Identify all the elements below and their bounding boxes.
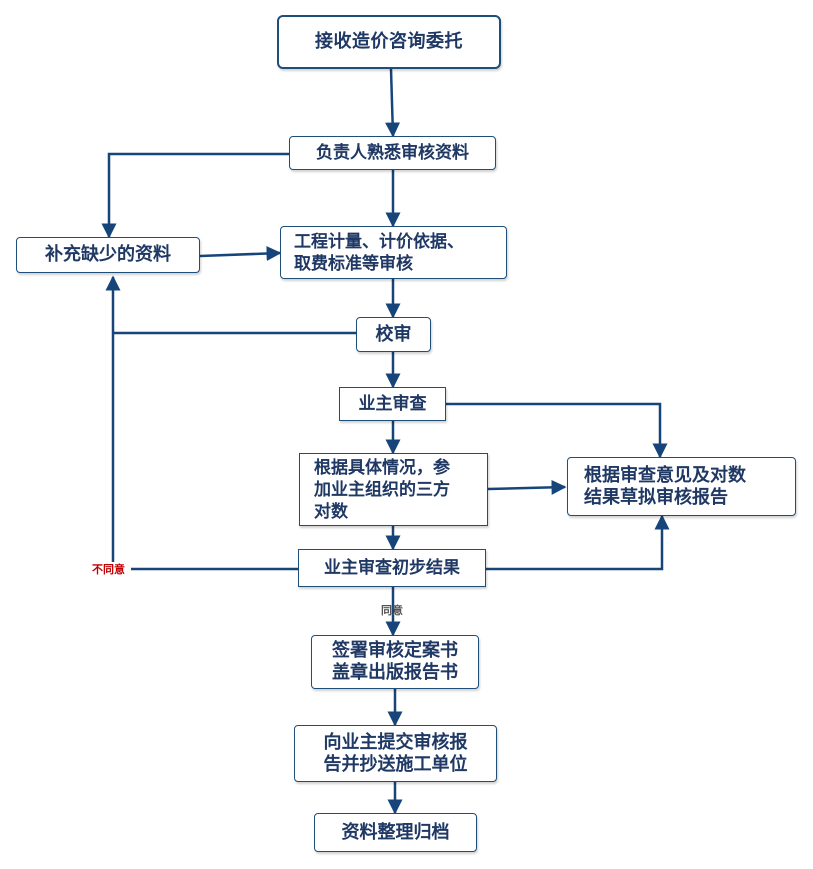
edge-owner-to-draft (446, 402, 668, 459)
node-prelim-result: 业主审查初步结果 (298, 549, 486, 587)
label-disagree: 不同意 (92, 563, 125, 576)
node-supplement: 补充缺少的资料 (16, 237, 200, 273)
node-archive: 资料整理归档 (314, 813, 477, 852)
label-agree: 同意 (381, 604, 403, 617)
node-review-calc: 工程计量、计价依据、 取费标准等审核 (280, 226, 507, 279)
node-receive: 接收造价咨询委托 (277, 15, 501, 69)
edge-prelim-to-draft (486, 514, 670, 571)
node-draft-report: 根据审查意见及对数 结果草拟审核报告 (567, 457, 796, 516)
node-tripartite: 根据具体情况，参 加业主组织的三方 对数 (299, 453, 488, 526)
edge-familiarize-to-supplement (101, 152, 289, 239)
node-familiarize: 负责人熟悉审核资料 (289, 136, 496, 170)
node-sign-seal: 签署审核定案书 盖章出版报告书 (311, 635, 479, 689)
node-submit: 向业主提交审核报 告并抄送施工单位 (294, 725, 497, 782)
edge-supplement-to-review (199, 246, 282, 262)
node-proofread: 校审 (356, 317, 431, 352)
edge-receive-to-familiarize (385, 68, 401, 138)
edge-tripartite-to-draft (487, 479, 567, 495)
node-owner-review: 业主审查 (339, 387, 446, 421)
